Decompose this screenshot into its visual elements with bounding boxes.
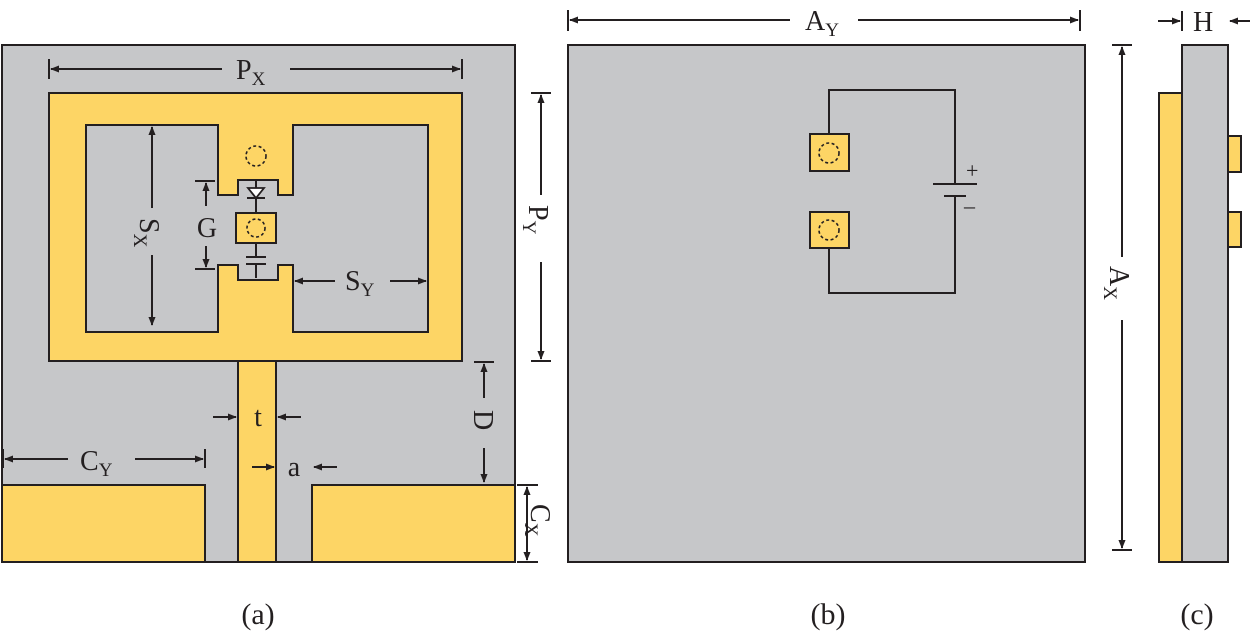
caption-b: (b) xyxy=(811,598,846,631)
svg-text:CY: CY xyxy=(80,446,113,481)
dimension-t: t xyxy=(213,402,301,433)
svg-text:SY: SY xyxy=(345,266,375,301)
label-ax: AX xyxy=(1099,266,1134,300)
label-cx: CX xyxy=(520,504,555,537)
bias-pad-top-via-icon xyxy=(818,142,840,164)
label-t: t xyxy=(254,402,262,433)
dimension-a: a xyxy=(252,452,337,483)
side-pad-bottom xyxy=(1227,211,1242,248)
label-g: G xyxy=(197,213,217,244)
panel-b-substrate xyxy=(567,44,1086,563)
battery-minus-label: – xyxy=(963,193,976,218)
diode-icon xyxy=(246,180,266,213)
label-d: D xyxy=(467,410,498,430)
dimension-px: PX xyxy=(48,55,463,90)
left-bottom-patch xyxy=(1,484,206,563)
dimension-ay: AY xyxy=(567,6,1081,41)
dimension-h: H xyxy=(1158,7,1250,38)
bias-pad-bottom xyxy=(809,211,850,249)
panel-c-side-view: H AX (c) xyxy=(1099,7,1250,631)
battery-icon: + – xyxy=(933,158,978,218)
label-sy: S xyxy=(345,266,361,297)
side-pad-top xyxy=(1227,135,1242,173)
center-pad xyxy=(235,212,277,244)
bias-circuit: + – xyxy=(809,89,978,294)
dimension-cx: CX xyxy=(517,484,555,563)
svg-text:AY: AY xyxy=(805,6,839,41)
right-bottom-patch xyxy=(311,484,516,563)
caption-a: (a) xyxy=(241,598,274,631)
capacitor-icon xyxy=(246,243,266,278)
bias-pad-bottom-via-icon xyxy=(818,219,840,241)
label-cy: C xyxy=(80,446,99,477)
caption-c: (c) xyxy=(1180,598,1213,631)
panel-b-back-view: AY + – (b) xyxy=(567,6,1086,631)
center-pad-via-icon xyxy=(246,218,266,238)
dimension-g: G xyxy=(195,180,217,270)
label-py: PY xyxy=(518,205,553,235)
label-a: a xyxy=(288,452,301,483)
upper-via-icon xyxy=(245,145,267,167)
side-metal-layer xyxy=(1158,92,1183,563)
panel-a-top-view: PX SX G SY t xyxy=(1,44,555,631)
label-h: H xyxy=(1193,7,1213,38)
panel-c-substrate xyxy=(1181,44,1229,563)
dimension-d: D xyxy=(467,361,498,483)
label-ay: A xyxy=(805,6,826,37)
label-sx: SX xyxy=(129,218,164,248)
bias-pad-top xyxy=(809,133,850,172)
svg-text:PX: PX xyxy=(236,55,266,90)
battery-plus-label: + xyxy=(966,158,978,183)
feed-line xyxy=(237,360,277,563)
dimension-sx: SX xyxy=(129,126,164,326)
dimension-ax: AX xyxy=(1099,44,1134,551)
dimension-sy: SY xyxy=(294,266,427,301)
dimension-py: PY xyxy=(518,92,553,362)
label-px: P xyxy=(236,55,252,86)
dimension-cy: CY xyxy=(2,446,206,481)
